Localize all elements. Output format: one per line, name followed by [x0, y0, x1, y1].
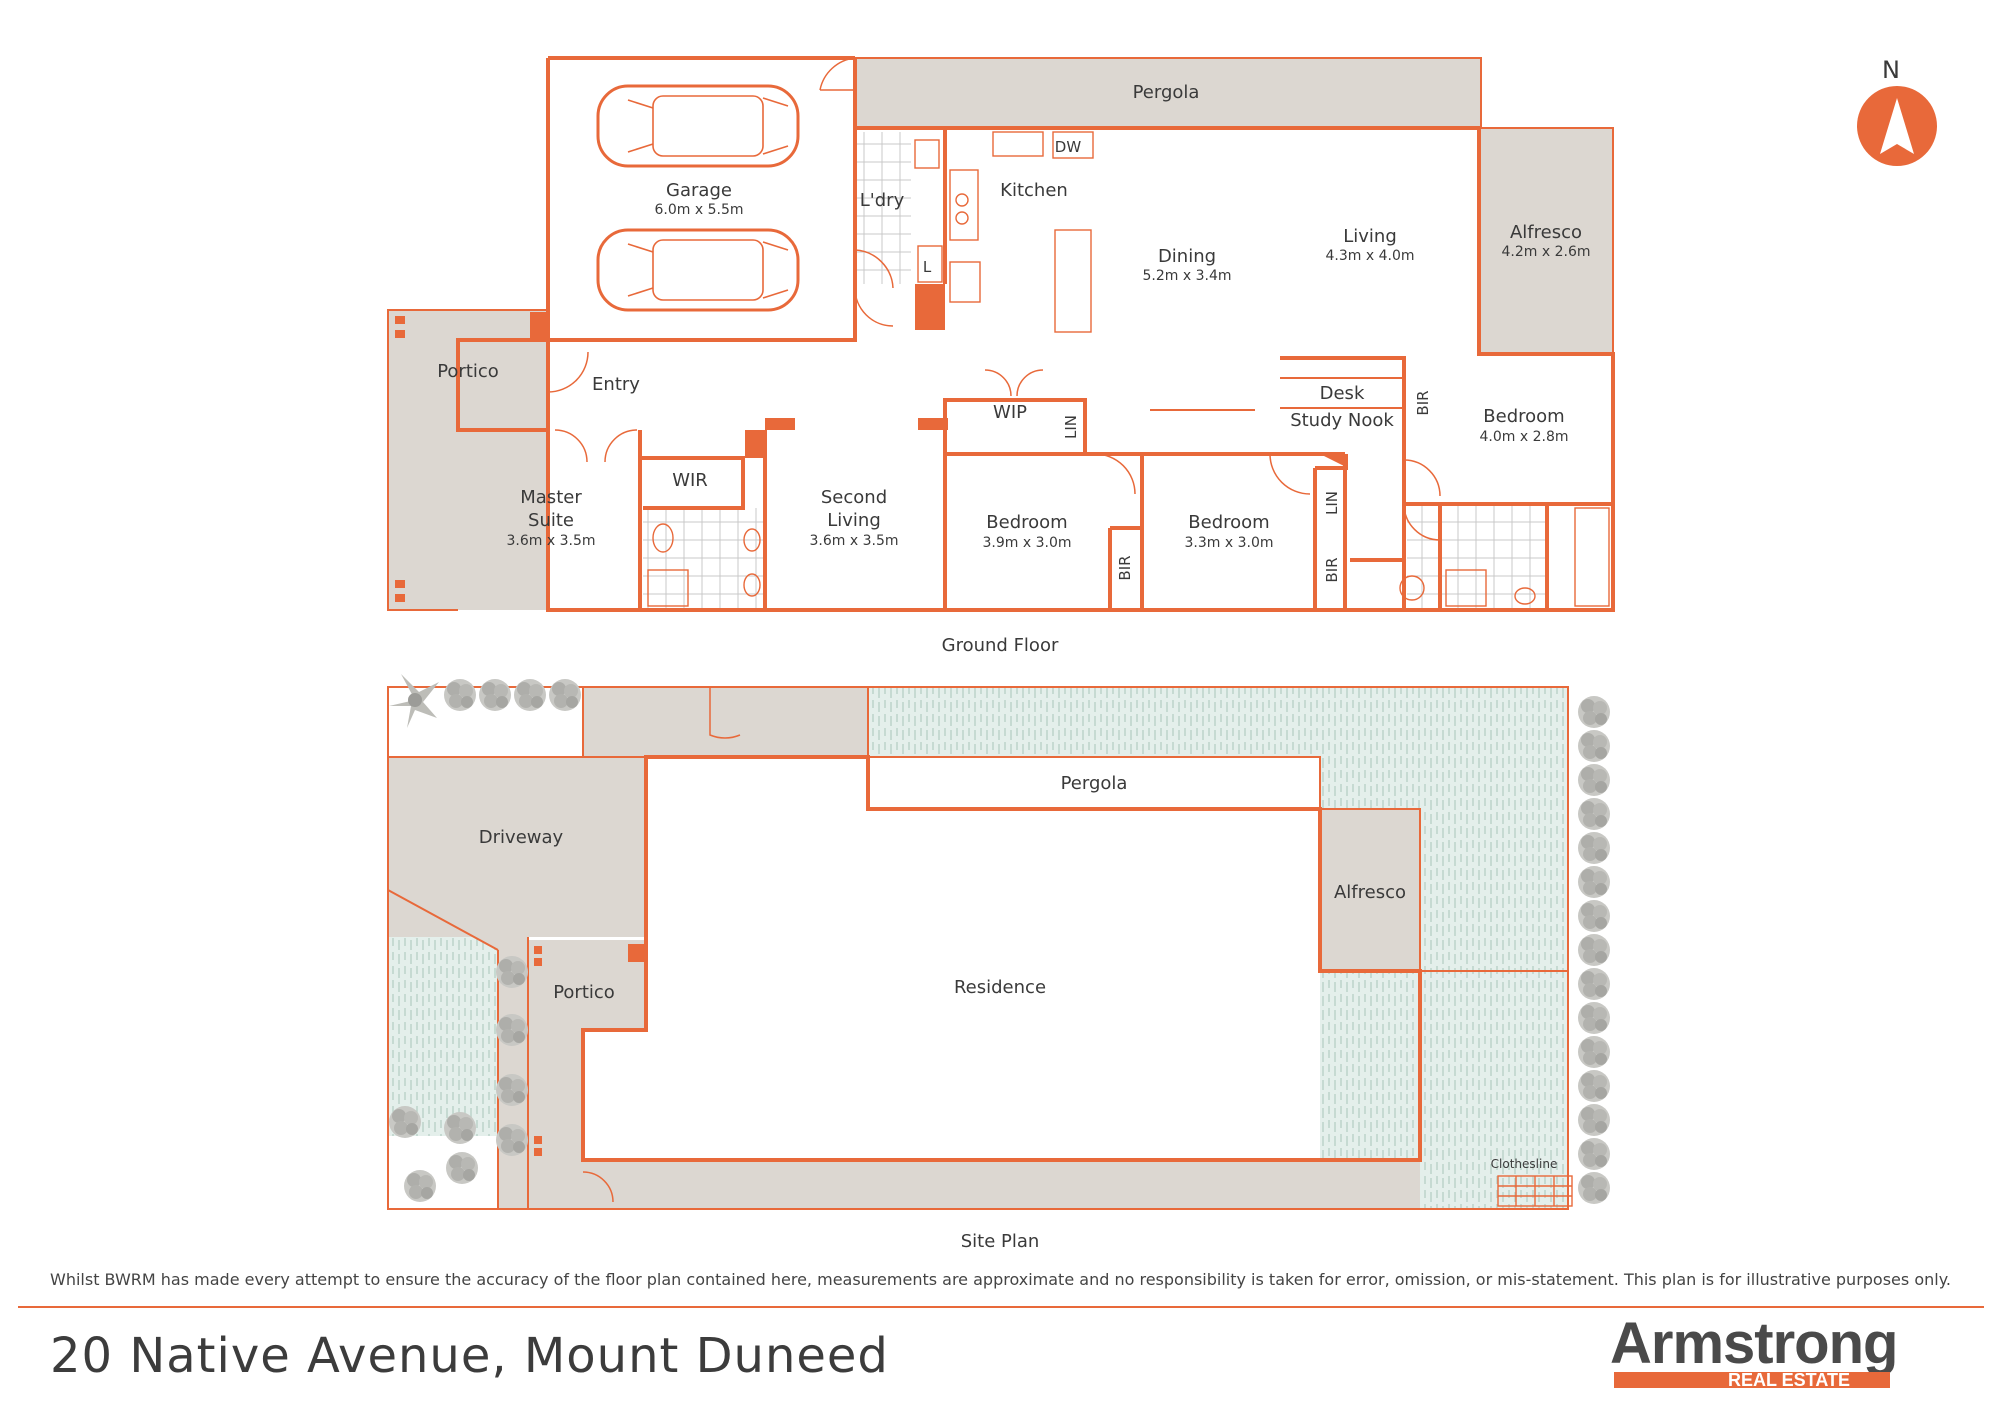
second-living-dims: 3.6m x 3.5m — [810, 533, 899, 549]
bedroom-dims: 4.0m x 2.8m — [1480, 429, 1569, 445]
residence-footprint — [646, 757, 1320, 1160]
ensuite-tiles — [643, 508, 763, 608]
pergola-label: Pergola — [1061, 773, 1128, 794]
shrub-icon — [496, 1074, 528, 1106]
portico-paving — [388, 310, 548, 610]
palm-icon — [389, 674, 439, 728]
bir-label: BIR — [1116, 555, 1134, 580]
driveway-label: Driveway — [479, 827, 564, 848]
property-address: 20 Native Avenue, Mount Duneed — [50, 1328, 889, 1384]
logo-subtitle: REAL ESTATE — [1728, 1370, 1851, 1390]
bedroom-label: Bedroom — [986, 512, 1067, 533]
footer-divider — [18, 1306, 1984, 1308]
ground-floor-caption: Ground Floor — [942, 635, 1059, 656]
alfresco-dims: 4.2m x 2.6m — [1502, 244, 1591, 260]
shrub-icon — [514, 679, 546, 711]
second-living-label-1: Second — [821, 487, 887, 508]
site-plan-caption: Site Plan — [961, 1231, 1040, 1252]
living-dims: 4.3m x 4.0m — [1326, 248, 1415, 264]
linen-small-label: L — [923, 258, 932, 276]
clothesline-label: Clothesline — [1491, 1157, 1558, 1171]
dishwasher-label: DW — [1055, 138, 1082, 156]
laundry-label: L'dry — [860, 190, 905, 211]
garage-dims: 6.0m x 5.5m — [655, 202, 744, 218]
shrub-icon — [446, 1152, 478, 1184]
compass: N — [1857, 56, 1937, 166]
portico-label: Portico — [553, 982, 615, 1003]
hedge-row — [1578, 696, 1610, 1204]
residence-label: Residence — [954, 977, 1046, 998]
site-plan: Driveway Pergola Alfresco Residence Port… — [387, 674, 1610, 1252]
armstrong-logo: Armstrong REAL ESTATE — [1610, 1311, 1930, 1396]
garage-label: Garage — [666, 180, 732, 201]
shrub-icon — [404, 1170, 436, 1202]
bedroom-label: Bedroom — [1188, 512, 1269, 533]
disclaimer-text: Whilst BWRM has made every attempt to en… — [50, 1270, 1951, 1289]
dining-dims: 5.2m x 3.4m — [1143, 268, 1232, 284]
bedroom-dims: 3.9m x 3.0m — [983, 535, 1072, 551]
shrub-icon — [479, 679, 511, 711]
shrub-icon — [549, 679, 581, 711]
car-icon — [596, 228, 800, 312]
shrub-icon — [496, 1124, 528, 1156]
bir-label: BIR — [1323, 557, 1341, 582]
bir-label: BIR — [1414, 390, 1432, 415]
portico-label: Portico — [437, 361, 499, 382]
alfresco-label: Alfresco — [1510, 222, 1582, 243]
master-label-2: Suite — [528, 510, 574, 531]
bedroom-label: Bedroom — [1483, 406, 1564, 427]
logo-wordmark: Armstrong — [1610, 1311, 1898, 1376]
alfresco-label: Alfresco — [1334, 882, 1406, 903]
compass-north-label: N — [1882, 56, 1900, 84]
shrub-icon — [444, 1112, 476, 1144]
second-living-label-2: Living — [827, 510, 881, 531]
rear-path — [528, 1160, 1420, 1209]
linen-label: LIN — [1323, 491, 1341, 515]
pergola-label: Pergola — [1133, 82, 1200, 103]
wir-label: WIR — [672, 470, 708, 491]
study-nook-label: Study Nook — [1290, 410, 1394, 431]
laundry-tiles — [857, 132, 911, 284]
master-dims: 3.6m x 3.5m — [507, 533, 596, 549]
shrub-icon — [496, 956, 528, 988]
alfresco-paving — [1479, 128, 1613, 354]
pergola-paving — [855, 58, 1481, 128]
wip-label: WIP — [993, 402, 1027, 423]
side-path — [583, 687, 868, 757]
linen-label: LIN — [1062, 415, 1080, 439]
north-arrow-icon — [1880, 98, 1914, 154]
kitchen-label: Kitchen — [1000, 180, 1068, 201]
master-label-1: Master — [520, 487, 582, 508]
alfresco-area — [1320, 809, 1420, 971]
shrub-icon — [496, 1014, 528, 1046]
desk-label: Desk — [1320, 383, 1365, 404]
shrub-icon — [389, 1106, 421, 1138]
bedroom-dims: 3.3m x 3.0m — [1185, 535, 1274, 551]
logo-band — [1614, 1372, 1890, 1388]
living-label: Living — [1343, 226, 1397, 247]
dining-label: Dining — [1158, 246, 1216, 267]
car-icon — [596, 84, 800, 168]
entry-label: Entry — [592, 374, 640, 395]
shrub-icon — [444, 679, 476, 711]
ground-floor-plan: Garage 6.0m x 5.5m L'dry Kitchen DW L Di… — [387, 56, 1615, 656]
bathroom-tiles — [1407, 504, 1547, 608]
